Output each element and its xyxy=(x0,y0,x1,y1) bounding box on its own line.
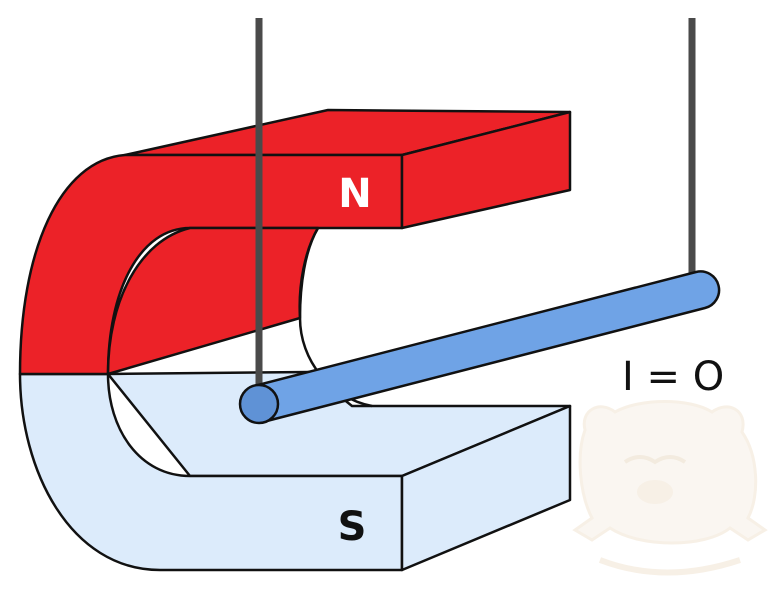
north-inner-curve xyxy=(298,227,320,319)
north-pole xyxy=(18,108,572,376)
north-label: N xyxy=(338,171,371,217)
bear-face-logo-icon xyxy=(572,400,768,576)
south-body-outer xyxy=(18,372,404,572)
current-label: I = O xyxy=(622,354,724,400)
conducting-rod xyxy=(238,270,721,425)
rod-near-end xyxy=(238,383,280,425)
north-arm-end-face xyxy=(400,110,572,230)
south-label: S xyxy=(338,504,367,550)
south-arm-end-face xyxy=(400,404,572,572)
south-pole xyxy=(18,317,572,572)
